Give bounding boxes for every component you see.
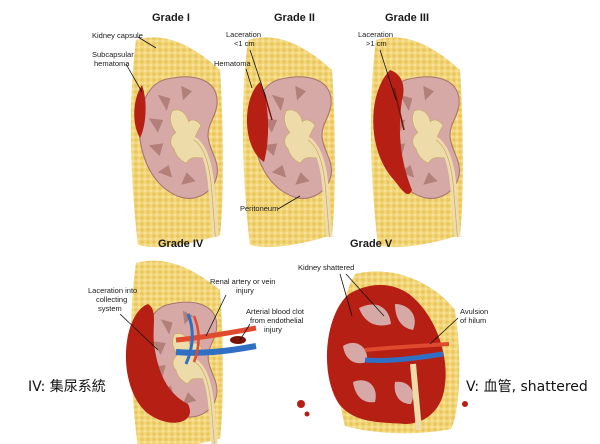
- grade-iii-title: Grade III: [385, 12, 429, 24]
- label-collecting-2: collecting: [96, 295, 127, 304]
- label-clot-1: Arterial blood clot: [246, 307, 305, 316]
- label-renal-vessel-1: Renal artery or vein: [210, 277, 275, 286]
- label-laceration-gt1-2: >1 cm: [366, 39, 387, 48]
- avulsed-artery: [364, 342, 450, 352]
- label-collecting-3: system: [98, 304, 122, 313]
- grade-iii-panel: Grade III Laceration >1 cm Peritoneum: [240, 12, 463, 247]
- grade-iv-title: Grade IV: [158, 238, 204, 250]
- hematoma-large: [373, 70, 412, 195]
- label-renal-vessel-2: injury: [236, 286, 254, 295]
- grade-i-title: Grade I: [152, 12, 190, 24]
- label-collecting-1: Laceration into: [88, 286, 137, 295]
- label-peritoneum: Peritoneum: [240, 204, 278, 213]
- hematoma: [246, 82, 269, 162]
- grade-iii-illustration: [370, 37, 463, 247]
- note-grade-v: V: 血管, shattered: [466, 379, 588, 395]
- label-kidney-shattered: Kidney shattered: [298, 263, 354, 272]
- label-subcapsular-1: Subcapsular: [92, 50, 134, 59]
- grade-v-title: Grade V: [350, 238, 393, 250]
- label-subcapsular-2: hematoma: [94, 59, 130, 68]
- label-laceration-lt1-1: Laceration: [226, 30, 261, 39]
- label-clot-3: injury: [264, 325, 282, 334]
- label-laceration-gt1-1: Laceration: [358, 30, 393, 39]
- label-laceration-lt1-2: <1 cm: [234, 39, 255, 48]
- grade-iv-panel: Grade IV Laceration into collecting syst…: [88, 238, 305, 444]
- grade-ii-title: Grade II: [274, 12, 315, 24]
- note-grade-iv: IV: 集尿系統: [28, 379, 106, 395]
- arterial-clot: [230, 336, 246, 344]
- renal-artery: [175, 325, 257, 343]
- subcapsular-hematoma: [134, 85, 146, 138]
- label-avulsion-1: Avulsion: [460, 307, 488, 316]
- label-hematoma: Hematoma: [214, 59, 252, 68]
- grade-ii-illustration: [242, 37, 335, 247]
- grade-i-panel: Grade I Kidney capsule Subcapsular hemat…: [92, 12, 223, 247]
- renal-vein: [175, 343, 257, 356]
- grade-v-illustration: [297, 271, 468, 434]
- grade-iv-illustration: [125, 260, 257, 444]
- avulsed-vein: [364, 351, 444, 364]
- label-clot-2: from endothelial: [250, 316, 304, 325]
- label-avulsion-2: of hilum: [460, 316, 486, 325]
- grade-ii-panel: Grade II Laceration <1 cm Hematoma: [214, 12, 335, 247]
- label-kidney-capsule: Kidney capsule: [92, 31, 143, 40]
- perirenal-hematoma: [125, 304, 190, 423]
- grade-i-illustration: [130, 37, 223, 247]
- grade-v-panel: Grade V Kidney shattered Avulsion of hil…: [297, 238, 488, 434]
